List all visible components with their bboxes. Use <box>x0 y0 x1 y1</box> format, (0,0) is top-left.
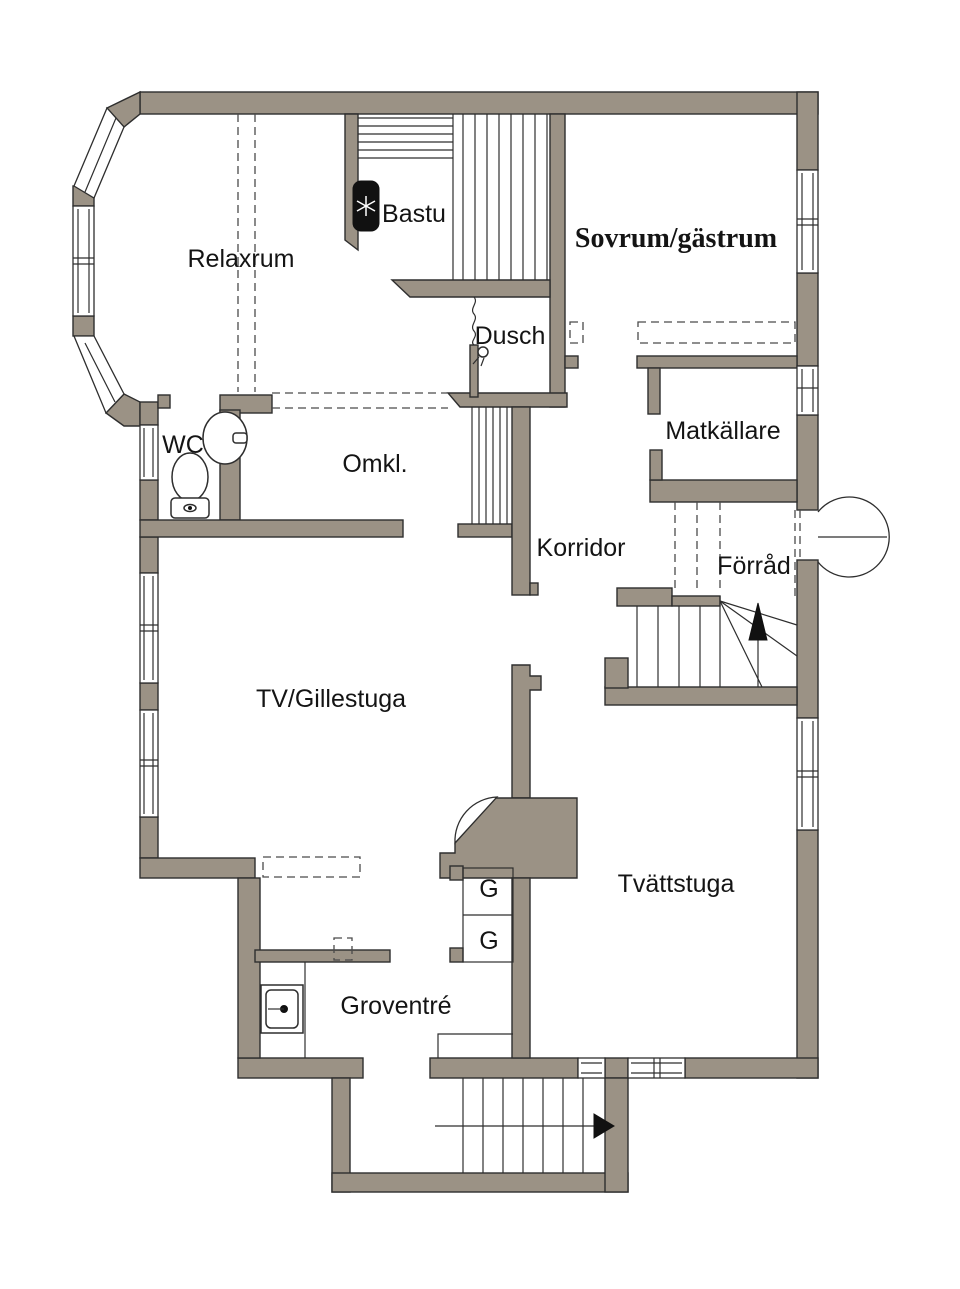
wall-right-2 <box>796 272 819 367</box>
wall-stairwell-right <box>604 1077 629 1193</box>
room-labels: Relaxrum Bastu Sovrum/gästrum Dusch WC O… <box>162 200 791 1020</box>
wall-matkallare-stub-s <box>649 449 663 481</box>
wall-winder-top-thin <box>671 595 721 607</box>
window-icon-bottom-large <box>627 1057 686 1079</box>
room-label-garderob-1: G <box>479 875 498 903</box>
wall-groventre-top <box>254 949 391 963</box>
wall-chimney-partition <box>511 664 542 799</box>
wall-right-4 <box>796 559 819 719</box>
windows <box>72 106 819 1079</box>
wall-left-1 <box>139 401 159 426</box>
exterior-walls <box>72 90 819 1193</box>
window-icon-bay-lower <box>73 335 125 415</box>
wall-groventre-left <box>237 877 261 1059</box>
wall-stairwell-bottom <box>331 1172 629 1193</box>
room-label-dusch: Dusch <box>475 322 546 350</box>
tv-closet-dashed <box>262 856 361 878</box>
window-icon-bay-middle <box>72 205 95 317</box>
landing-step-line <box>437 1033 513 1058</box>
g-closets <box>462 867 514 963</box>
room-label-tvattstuga: Tvättstuga <box>618 870 735 898</box>
stair-winder-icon <box>636 596 798 688</box>
wall-stair-landing <box>457 523 513 538</box>
room-label-tv: TV/Gillestuga <box>256 685 406 713</box>
washbasin-icon <box>202 411 248 465</box>
stair-exit-icon <box>435 1033 615 1173</box>
wall-korridor-foot <box>529 582 539 596</box>
sink-icon <box>260 962 306 1058</box>
window-icon-bay-upper <box>73 106 125 199</box>
wall-bay-block-2 <box>72 315 95 337</box>
wall-sovrum-bottom <box>636 355 798 369</box>
wall-wc-top <box>219 394 273 414</box>
wall-left-3 <box>139 536 159 574</box>
wall-winder-bottom <box>604 686 798 706</box>
dashed-lines <box>237 114 796 961</box>
wall-top <box>139 91 819 115</box>
window-icon-sovrum <box>796 169 819 274</box>
doors <box>454 496 890 845</box>
wall-matkallare-bottom <box>649 479 798 503</box>
wall-right-3 <box>796 414 819 511</box>
window-icon-wc <box>139 424 159 481</box>
toilet-icon <box>170 452 210 519</box>
stair-upper-icon <box>471 407 508 524</box>
wall-wc-top-stub <box>157 394 171 409</box>
wall-g-stub-n <box>449 865 464 881</box>
wall-matkallare-stub-n <box>647 367 661 415</box>
wall-bottom-3 <box>604 1057 629 1079</box>
room-label-korridor: Korridor <box>537 534 626 562</box>
room-label-omkl: Omkl. <box>342 450 407 478</box>
stair-up-arrow-icon <box>748 602 768 641</box>
wall-omkl-bottom <box>139 519 404 538</box>
window-icon-tv-2 <box>139 709 159 818</box>
room-label-matkallare: Matkällare <box>665 417 780 445</box>
wall-bastu-right <box>549 113 566 408</box>
shower-icon <box>471 296 489 367</box>
wall-left-2 <box>139 479 159 521</box>
wall-dusch-bottom <box>446 392 568 408</box>
wall-winder-top <box>616 587 673 607</box>
wall-bottom-2 <box>429 1057 579 1079</box>
room-label-sovrum: Sovrum/gästrum <box>575 223 777 254</box>
chimney-block <box>439 797 578 879</box>
exterior-door-icon <box>799 496 890 578</box>
wall-left-5 <box>139 816 159 859</box>
window-icon-bottom-small <box>577 1057 606 1079</box>
room-label-relaxrum: Relaxrum <box>188 245 295 273</box>
sauna-stove-icon <box>352 180 380 232</box>
window-icon-tvattstuga <box>796 717 819 831</box>
wall-bottom-4 <box>684 1057 819 1079</box>
wall-bastu-bottom <box>390 279 551 298</box>
wall-left-4 <box>139 682 159 711</box>
room-label-bastu: Bastu <box>382 200 446 228</box>
wall-korridor-left <box>511 406 531 596</box>
wall-tvattstuga-west <box>511 877 531 1059</box>
sovrum-closet-dashed <box>637 321 796 344</box>
wall-dusch-left <box>469 344 479 398</box>
room-label-wc: WC <box>162 431 204 459</box>
window-icon-matkallare <box>796 365 819 416</box>
wall-right-1 <box>796 91 819 171</box>
room-label-garderob-2: G <box>479 927 498 955</box>
stair-exit-arrow-icon <box>593 1113 615 1139</box>
interior-walls <box>139 113 798 1059</box>
wall-sovrum-bottom-stub <box>564 355 579 369</box>
wall-bottom-1 <box>237 1057 364 1079</box>
chimney-door-icon <box>454 796 499 845</box>
sauna-bench-lines <box>358 114 548 280</box>
wall-g-stub-s <box>449 947 464 963</box>
wall-winder-left-foot <box>604 657 629 689</box>
wall-left-corner <box>139 857 256 879</box>
room-label-groventre: Groventré <box>340 992 451 1020</box>
room-label-forrad: Förråd <box>717 552 791 580</box>
wall-right-5 <box>796 829 819 1079</box>
window-icon-tv-1 <box>139 572 159 684</box>
